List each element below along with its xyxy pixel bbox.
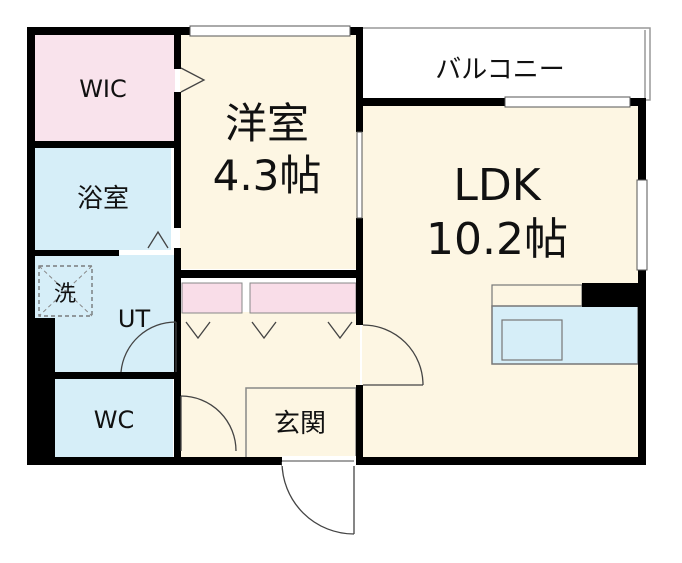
bath-room (33, 148, 171, 250)
laundry-label: 洗 (54, 282, 76, 307)
ut-label: UT (118, 305, 151, 333)
balcony-label: バルコニー (435, 55, 564, 85)
inner-walls (27, 27, 363, 465)
ldk-label-2: 10.2帖 (426, 214, 568, 265)
refrigerator-space (582, 283, 638, 307)
door-swings (120, 67, 424, 535)
wc-room (55, 378, 173, 458)
western-label-2: 4.3帖 (213, 151, 322, 200)
wic-label: WIC (79, 75, 127, 103)
closet-right (249, 282, 357, 314)
bath-label: 浴室 (77, 184, 129, 214)
balcony-area (361, 27, 651, 101)
western-room (180, 33, 358, 269)
entrance-label: 玄関 (274, 409, 326, 439)
kitchen-sink (501, 319, 563, 361)
ldk-room (362, 105, 638, 457)
wic-room (33, 33, 175, 143)
closet-left (181, 282, 243, 314)
ldk-label-1: LDK (453, 160, 541, 211)
wc-label: WC (94, 406, 135, 434)
entrance-area (245, 387, 357, 459)
western-label-1: 洋室 (225, 99, 309, 148)
kitchen-counter-top (491, 284, 583, 308)
